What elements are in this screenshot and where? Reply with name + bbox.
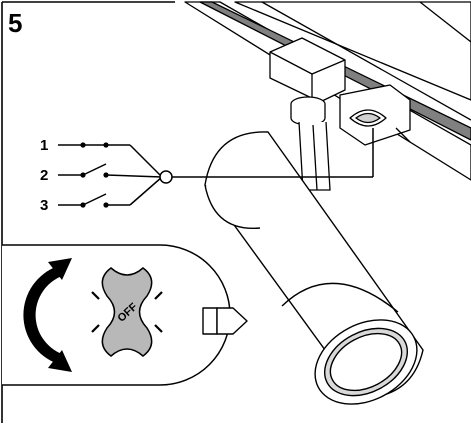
circuit-label-3: 3 xyxy=(40,197,49,214)
wiring-diagram xyxy=(58,128,374,206)
rotary-switch-icon: OFF xyxy=(91,267,163,357)
wiring-nodes xyxy=(80,142,109,208)
track-adapter xyxy=(269,37,411,146)
pointer-arrow-icon xyxy=(202,307,248,335)
spotlight-stem xyxy=(290,96,331,191)
circuit-label-2: 2 xyxy=(40,167,49,184)
circuit-label-1: 1 xyxy=(40,137,49,154)
step-number: 5 xyxy=(8,8,23,38)
rotation-arrow-icon xyxy=(23,258,72,372)
spotlight xyxy=(204,131,424,405)
